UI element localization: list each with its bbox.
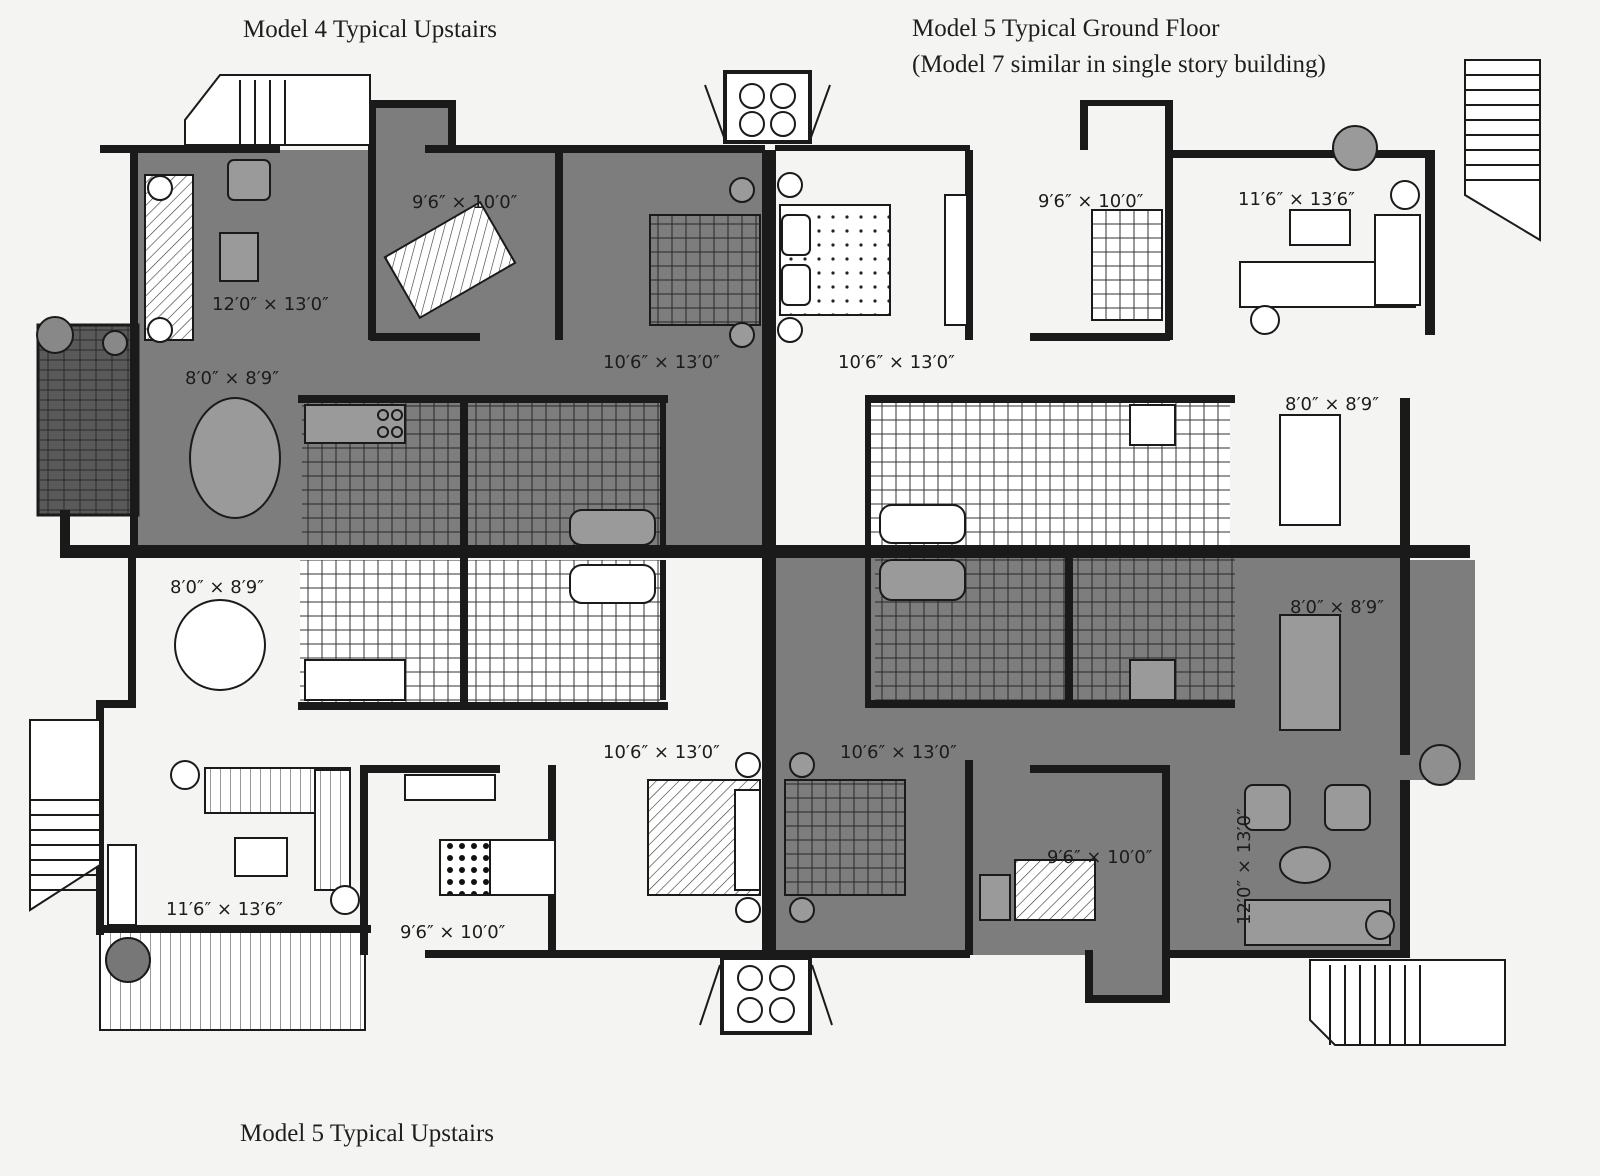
furniture-top-right [777, 125, 1421, 544]
dining-table-icon [174, 599, 266, 691]
dim-tl-bedroom-small: 9′6″ × 10′0″ [412, 192, 518, 213]
stove-icon [1129, 404, 1176, 446]
desk-icon [944, 194, 968, 326]
armchair-icon [227, 159, 271, 201]
furniture-top-left [36, 159, 761, 546]
stove-icon [1129, 659, 1176, 701]
plant-icon [1419, 744, 1461, 786]
armchair-icon [1244, 784, 1291, 831]
chimney-top [704, 70, 831, 144]
dim-bl-bedroom-small: 9′6″ × 10′0″ [400, 922, 506, 943]
furniture-bottom-left [105, 564, 761, 983]
plant-icon [105, 937, 151, 983]
stove-icon [304, 659, 406, 701]
dim-tr-dining: 8′0″ × 8′9″ [1285, 394, 1379, 415]
caption-model4-upstairs: Model 4 Typical Upstairs [243, 16, 498, 43]
plant-icon [36, 316, 74, 354]
caption-model7-note: (Model 7 similar in single story buildin… [912, 51, 1326, 78]
coffee-table-icon [1279, 846, 1331, 884]
sofa-icon [144, 174, 194, 341]
dim-tr-bedroom-small: 9′6″ × 10′0″ [1038, 191, 1144, 212]
dim-bl-dining: 8′0″ × 8′9″ [170, 577, 264, 598]
dim-bl-living: 11′6″ × 13′6″ [166, 899, 283, 920]
dim-bl-bedroom-master: 10′6″ × 13′0″ [603, 742, 720, 763]
plant-icon [1332, 125, 1378, 171]
desk-icon [404, 774, 496, 801]
coffee-table-icon [219, 232, 259, 282]
caption-model5-upstairs: Model 5 Typical Upstairs [240, 1120, 495, 1147]
dim-tr-bedroom-master: 10′6″ × 13′0″ [838, 352, 955, 373]
dining-table-icon [189, 397, 281, 519]
bathtub-icon [879, 504, 966, 544]
plant-icon [102, 330, 128, 356]
coffee-table-icon [1289, 209, 1351, 246]
caption-model5-ground-floor: Model 5 Typical Ground Floor [912, 15, 1220, 42]
balcony-tl [36, 323, 140, 517]
dim-br-bedroom-master: 10′6″ × 13′0″ [840, 742, 957, 763]
bathtub-icon [569, 509, 656, 546]
bathtub-icon [879, 559, 966, 601]
dim-tl-living: 12′0″ × 13′0″ [212, 294, 329, 315]
dining-table-icon [1279, 414, 1341, 526]
sofa-icon [314, 769, 351, 891]
dim-br-living: 12′0″ × 13′0″ [1234, 808, 1255, 925]
coffee-table-icon [234, 837, 288, 877]
furniture-bottom-right [784, 559, 1461, 946]
dim-br-bedroom-small: 9′6″ × 10′0″ [1047, 847, 1153, 868]
armchair-icon [1324, 784, 1371, 831]
bed-icon [1014, 859, 1096, 921]
stairs-bottom-left [29, 719, 101, 912]
stairs-top-left [184, 74, 371, 146]
dimension-labels: 9′6″ × 10′0″ 12′0″ × 13′0″ 8′0″ × 8′9″ 1… [166, 189, 1384, 943]
dining-table-icon [1279, 614, 1341, 731]
dim-br-dining: 8′0″ × 8′9″ [1290, 597, 1384, 618]
sofa-icon [1374, 214, 1421, 306]
stairs-bottom-right [1309, 959, 1506, 1046]
dim-tl-dining: 8′0″ × 8′9″ [185, 368, 279, 389]
desk-icon [107, 844, 137, 926]
stairs-top-right [1464, 59, 1541, 242]
bathtub-icon [569, 564, 656, 604]
unit-br-closet-bay [1085, 950, 1167, 1000]
dim-tr-living: 11′6″ × 13′6″ [1238, 189, 1355, 210]
dim-tl-bedroom-master: 10′6″ × 13′0″ [603, 352, 720, 373]
stove-icon [304, 404, 406, 444]
bed-icon [649, 214, 761, 326]
bed-icon [784, 779, 906, 896]
chimney-bottom [699, 956, 833, 1035]
bed-icon [383, 200, 517, 320]
bed-icon [1091, 209, 1163, 321]
unit-br-patio [1405, 560, 1475, 780]
